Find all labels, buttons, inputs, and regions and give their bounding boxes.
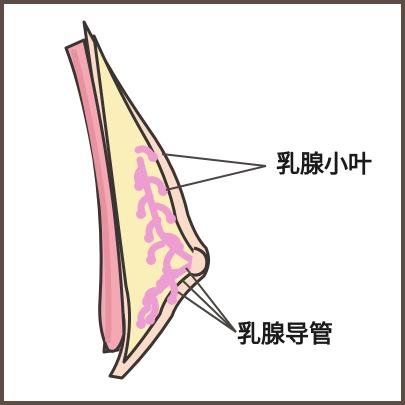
nipple <box>189 246 209 277</box>
muscle-shadow <box>71 49 112 343</box>
leader-line-duct-3 <box>177 291 237 333</box>
label-milk-ducts: 乳腺导管 <box>237 320 333 348</box>
label-breast-lobules: 乳腺小叶 <box>276 150 372 178</box>
leader-line-duct-1 <box>185 267 237 333</box>
leader-line-lobule-2 <box>165 165 267 191</box>
gland-buds <box>134 152 184 329</box>
leader-line-lobule-1 <box>161 153 267 167</box>
leader-line-duct-2 <box>181 279 237 333</box>
leader-lines <box>161 153 267 333</box>
